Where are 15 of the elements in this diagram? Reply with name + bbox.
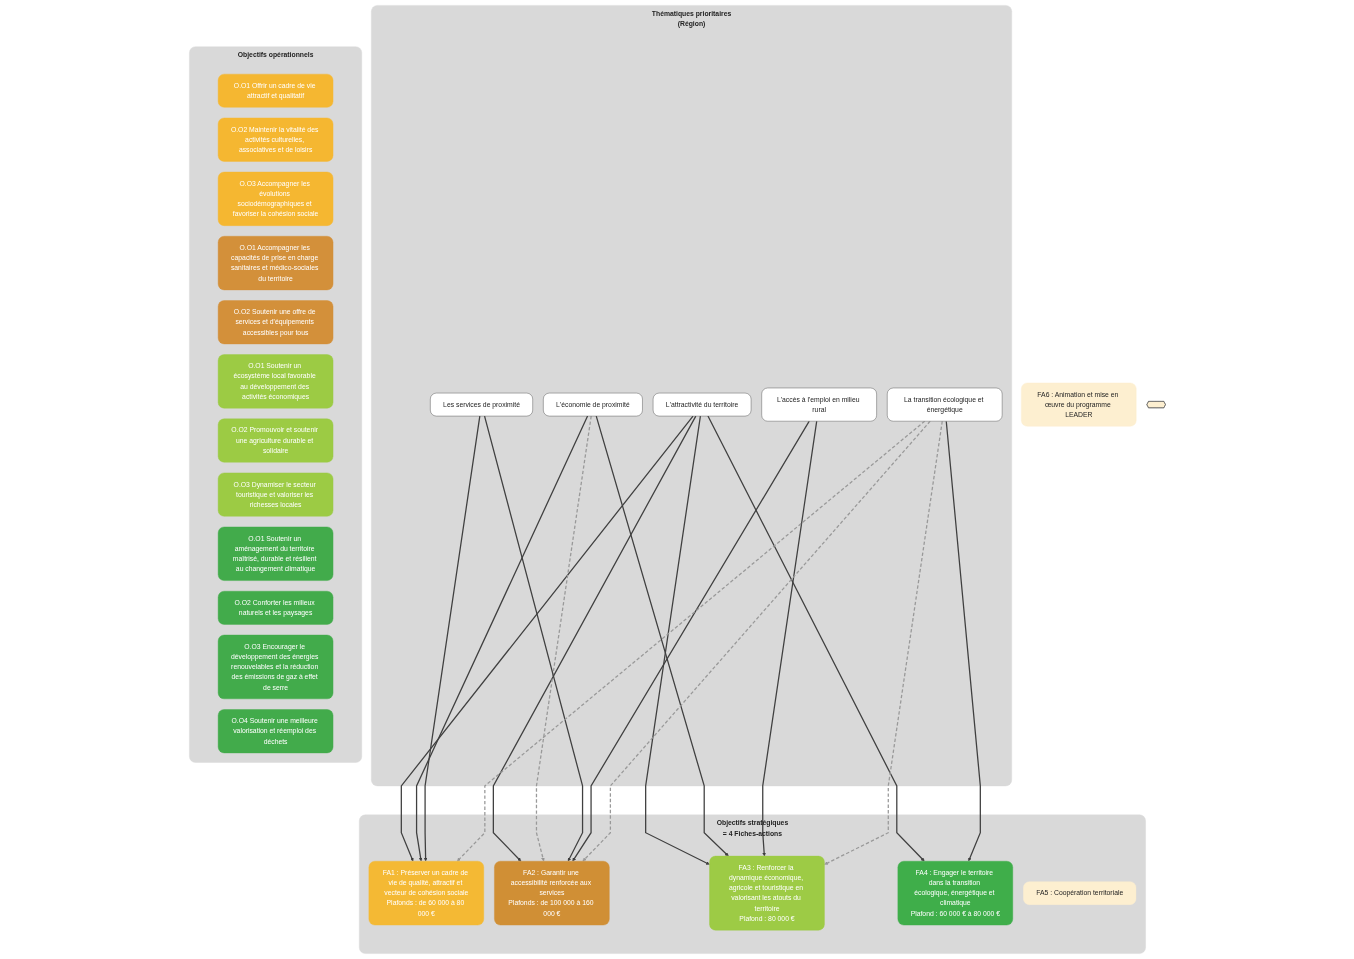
arrow (456, 420, 925, 862)
arrow (571, 420, 810, 862)
arrow (706, 415, 925, 862)
arrow (535, 415, 592, 862)
arrow (423, 415, 480, 862)
arrow (400, 415, 694, 862)
arrow (823, 420, 943, 865)
arrow (761, 420, 817, 857)
arrow (595, 415, 729, 857)
arrow (483, 415, 583, 862)
arrow (582, 420, 931, 862)
arrow (415, 415, 588, 862)
arrow (492, 415, 696, 862)
arrow (644, 415, 710, 865)
arrow (945, 420, 981, 862)
